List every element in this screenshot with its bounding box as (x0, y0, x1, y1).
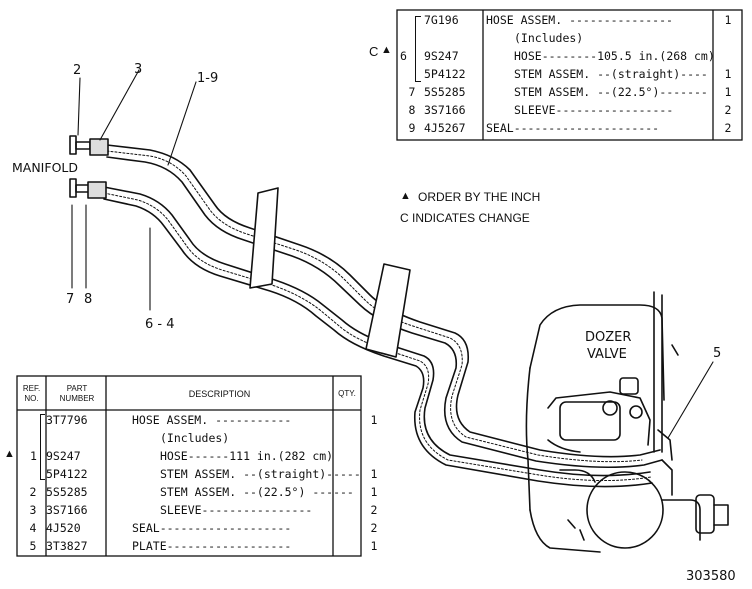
manifold-fittings (69, 135, 109, 199)
callout-6-4: 6 - 4 (145, 317, 175, 332)
bottom-table-frame (16, 375, 362, 557)
callout-7: 7 (66, 292, 74, 307)
top-table-frame (396, 9, 743, 141)
callout-valve: VALVE (587, 347, 627, 362)
indicates-change-note: C INDICATES CHANGE (400, 211, 530, 225)
callout-1-9: 1-9 (197, 71, 218, 86)
header-description: DESCRIPTION (188, 388, 251, 399)
dozer-valve-body (525, 291, 729, 553)
callout-labels: 2 3 1-9 MANIFOLD 7 8 6 - 4 DOZER VALVE 5… (12, 62, 736, 584)
table-row: (Includes) (514, 31, 584, 45)
table-row: (Includes) (160, 431, 230, 445)
callout-8: 8 (84, 292, 92, 307)
callout-manifold: MANIFOLD (12, 160, 78, 175)
header-qty: QTY. (338, 389, 356, 398)
order-by-inch-note: ORDER BY THE INCH (418, 190, 541, 204)
callout-2: 2 (73, 63, 81, 78)
bottom-order-marker: ▲ (4, 448, 15, 460)
triangle-note-icon: ▲ (400, 190, 411, 202)
callout-3: 3 (134, 62, 142, 77)
figure-number: 303580 (686, 569, 736, 584)
top-group-bracket (415, 16, 421, 82)
bottom-group-bracket (40, 414, 45, 480)
callout-dozer: DOZER (585, 330, 631, 345)
header-part-number: PART NUMBER (59, 383, 95, 403)
order-by-inch-marker: ▲ (381, 44, 392, 56)
clamp-blocks (249, 187, 411, 358)
header-ref-no: REF. NO. (22, 383, 41, 403)
change-marker: C (369, 44, 379, 59)
callout-5: 5 (713, 346, 721, 361)
leader-lines (71, 69, 714, 439)
